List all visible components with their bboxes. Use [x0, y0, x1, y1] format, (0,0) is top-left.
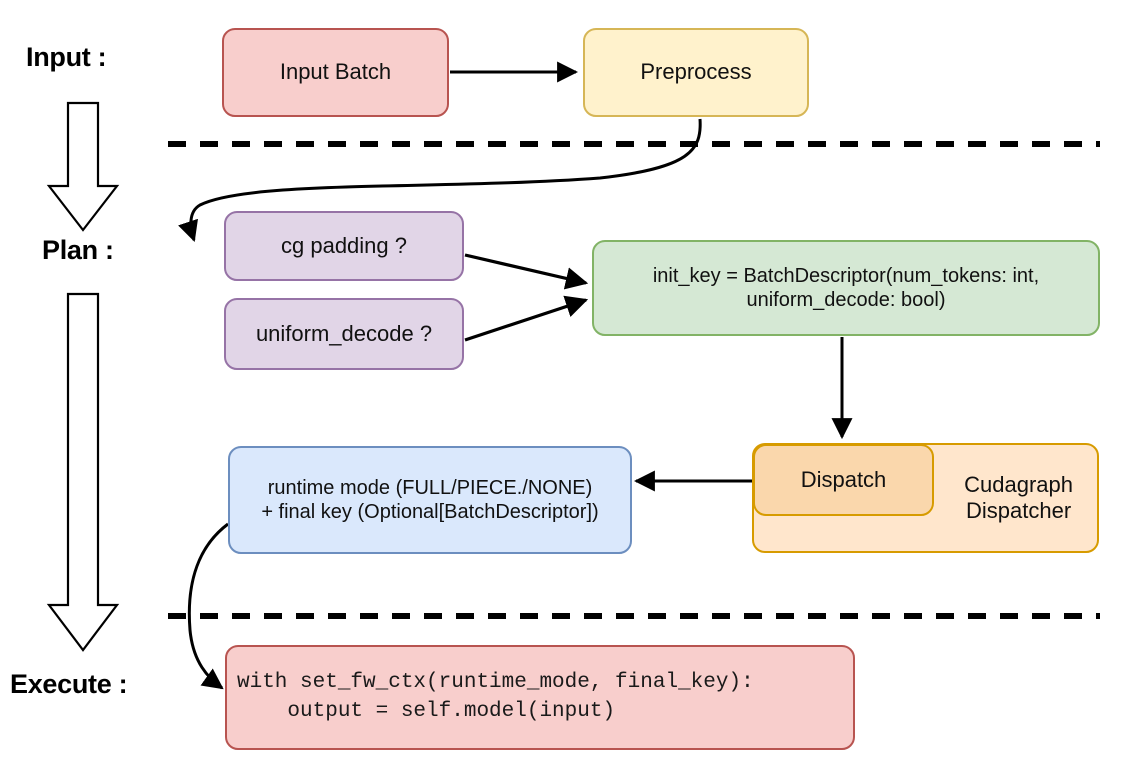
node-input-batch[interactable]: Input Batch — [222, 28, 449, 117]
stage-label-execute: Execute : — [10, 669, 128, 699]
node-uniform-decode[interactable]: uniform_decode ? — [224, 298, 464, 370]
stage-label-plan: Plan : — [42, 235, 114, 265]
input-to-plan-arrow — [46, 101, 120, 232]
node-execute-code[interactable]: with set_fw_ctx(runtime_mode, final_key)… — [225, 645, 855, 750]
node-dispatch[interactable]: Dispatch — [753, 444, 934, 516]
node-init-key[interactable]: init_key = BatchDescriptor(num_tokens: i… — [592, 240, 1100, 336]
edge-cgpadding-to-initkey — [464, 253, 589, 290]
node-cg-padding[interactable]: cg padding ? — [224, 211, 464, 281]
node-preprocess[interactable]: Preprocess — [583, 28, 809, 117]
plan-to-execute-arrow — [46, 292, 120, 652]
stage-label-input: Input : — [26, 42, 107, 72]
edge-uniformdecode-to-initkey — [464, 295, 589, 342]
edge-runtimemode-to-executecode — [187, 522, 229, 690]
node-runtime-mode[interactable]: runtime mode (FULL/PIECE./NONE) + final … — [228, 446, 632, 554]
